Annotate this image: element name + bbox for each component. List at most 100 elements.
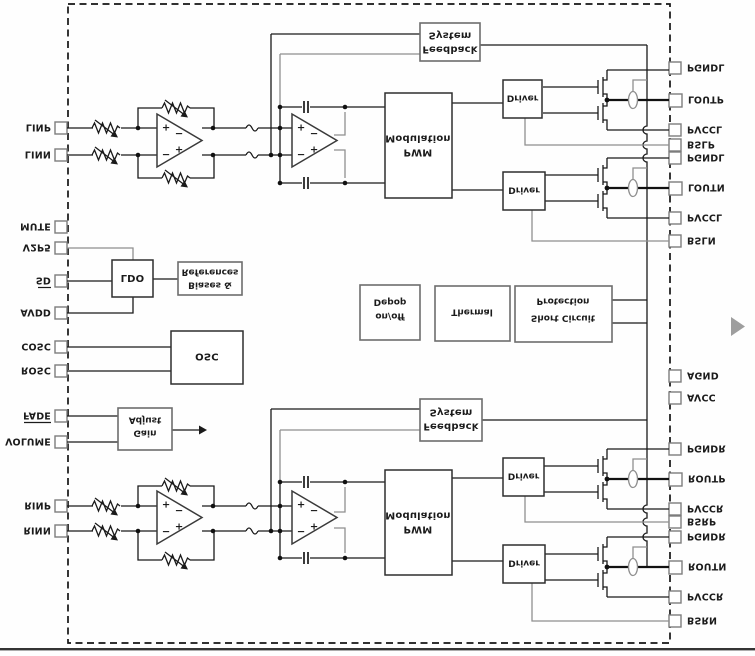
- block-label: System: [429, 30, 472, 41]
- right-pins: PGNDL LOUTP PVCCL BSLP PGNDL LOUTN PVCCL…: [668, 61, 727, 628]
- pin-label: AVDD: [20, 307, 51, 318]
- pin-label: PVCCR: [687, 503, 724, 514]
- opamp-left-diff: [156, 113, 203, 168]
- pin-label: PVCCR: [687, 591, 724, 602]
- block-driver-2: Driver: [502, 171, 546, 211]
- pin-label: AVCC: [687, 392, 716, 403]
- block-label: Modulation: [385, 133, 450, 144]
- pin-label: VOLUME: [5, 436, 51, 447]
- pin-sd: SD: [36, 274, 68, 289]
- pin-pgndl-1: PGNDL: [668, 61, 725, 75]
- block-label: Adjust: [129, 415, 162, 425]
- block-label: Gain: [134, 428, 157, 438]
- pin-label: ROSC: [21, 365, 51, 376]
- block-pwm-modulation-bottom: Modulation PWM: [384, 469, 453, 576]
- pin-label: PVCCL: [687, 124, 722, 135]
- pin-pvccr-2: PVCCR: [668, 590, 724, 604]
- block-label: PWM: [404, 147, 433, 158]
- pin-bsrn: BSRN: [668, 614, 717, 628]
- pin-bsln: BSLN: [668, 234, 716, 248]
- page-divider-line: [0, 648, 755, 651]
- pin-avdd: AVDD: [20, 306, 68, 320]
- pin-pvccl-1: PVCCL: [668, 123, 722, 137]
- opamps: [156, 113, 338, 545]
- block-driver-1: Driver: [502, 79, 543, 119]
- opamp-right-diff: [156, 490, 203, 545]
- block-feedback-system-bottom: System Feedback: [419, 398, 483, 442]
- pin-label: LINP: [26, 122, 51, 133]
- block-label: on/off: [375, 311, 405, 321]
- pin-label: ROUTN: [688, 561, 727, 572]
- pin-v2p5: V2P5: [23, 241, 68, 255]
- pin-fade: FADE: [23, 409, 68, 424]
- block-depop-onoff: Depop on/off: [359, 284, 421, 341]
- block-label: LDO: [121, 272, 145, 283]
- pin-pgndl-2: PGNDL: [668, 151, 724, 165]
- ic-boundary-dashed-box: [67, 3, 671, 644]
- pin-label: PVCCL: [687, 212, 722, 223]
- opamp-left-integrator: [291, 113, 338, 168]
- block-osc: OSC: [170, 330, 244, 385]
- pin-label: LOUTN: [688, 182, 725, 193]
- pin-bslp: BSLP: [668, 138, 715, 152]
- block-gain-adjust: Adjust Gain: [117, 407, 173, 451]
- pin-mute: MUTE: [20, 220, 68, 234]
- blocks: System Feedback Modulation PWM Driver Dr…: [111, 22, 613, 584]
- pin-rinp: RINP: [24, 499, 68, 513]
- block-label: Driver: [508, 558, 540, 568]
- pin-pvccl-2: PVCCL: [668, 211, 722, 225]
- block-label: PWM: [404, 524, 433, 535]
- wiring-left-channel: [67, 33, 503, 191]
- pin-label: BSLP: [687, 139, 715, 150]
- pin-label: BSRP: [687, 516, 716, 527]
- block-label: Feedback: [423, 421, 478, 432]
- pin-routp: ROUTP: [668, 472, 726, 487]
- block-feedback-system-top: System Feedback: [419, 22, 481, 62]
- block-biases-references: References Biases &: [177, 261, 243, 296]
- left-pins: LINP LINN MUTE V2P5 SD AVDD COSC ROSC FA…: [5, 121, 68, 538]
- pin-pgndr-2: PGNDR: [668, 530, 726, 544]
- wiring-right-channel: [67, 408, 503, 571]
- pin-label: RINP: [24, 500, 51, 511]
- block-label: Driver: [508, 471, 540, 481]
- pin-label: V2P5: [23, 242, 51, 253]
- block-label: References: [182, 267, 239, 277]
- pin-linn: LINN: [25, 148, 68, 162]
- block-ldo: LDO: [111, 259, 154, 298]
- wiring-misc: [67, 44, 669, 622]
- pin-label: PGNDR: [687, 443, 726, 454]
- feedback-bus: [642, 45, 648, 567]
- block-thermal: Thermal: [434, 285, 511, 342]
- pin-rosc: ROSC: [21, 364, 68, 378]
- pin-label: LOUTP: [688, 94, 724, 105]
- pin-avcc: AVCC: [668, 391, 716, 405]
- pin-label: FADE: [23, 410, 51, 421]
- bridge-loutn: [541, 156, 671, 220]
- pin-linp: LINP: [26, 121, 68, 135]
- bridge-routp: [541, 447, 671, 511]
- pin-cosc: COSC: [21, 340, 68, 354]
- block-label: Thermal: [451, 307, 493, 317]
- block-driver-4: Driver: [502, 544, 546, 584]
- bridge-loutp: [541, 68, 671, 132]
- block-label: Driver: [508, 185, 540, 195]
- pin-label: BSRN: [687, 615, 717, 626]
- pin-label: PGNDR: [687, 531, 726, 542]
- pin-label: PGNDL: [687, 62, 725, 73]
- pin-label: RINN: [23, 525, 51, 536]
- pin-pgndr-1: PGNDR: [668, 442, 726, 456]
- expand-arrow-icon[interactable]: [731, 317, 745, 336]
- pin-routn: ROUTN: [668, 560, 727, 575]
- block-driver-3: Driver: [502, 457, 545, 497]
- block-label: Protection: [537, 296, 590, 306]
- block-label: Modulation: [385, 510, 450, 521]
- pin-label: ROUTP: [688, 473, 726, 484]
- pin-volume: VOLUME: [5, 435, 68, 449]
- pin-loutn: LOUTN: [668, 181, 725, 196]
- pin-label: AGND: [687, 370, 719, 381]
- block-pwm-modulation-top: Modulation PWM: [384, 92, 453, 199]
- pin-rinn: RINN: [23, 524, 68, 538]
- block-label: Biases &: [188, 280, 232, 290]
